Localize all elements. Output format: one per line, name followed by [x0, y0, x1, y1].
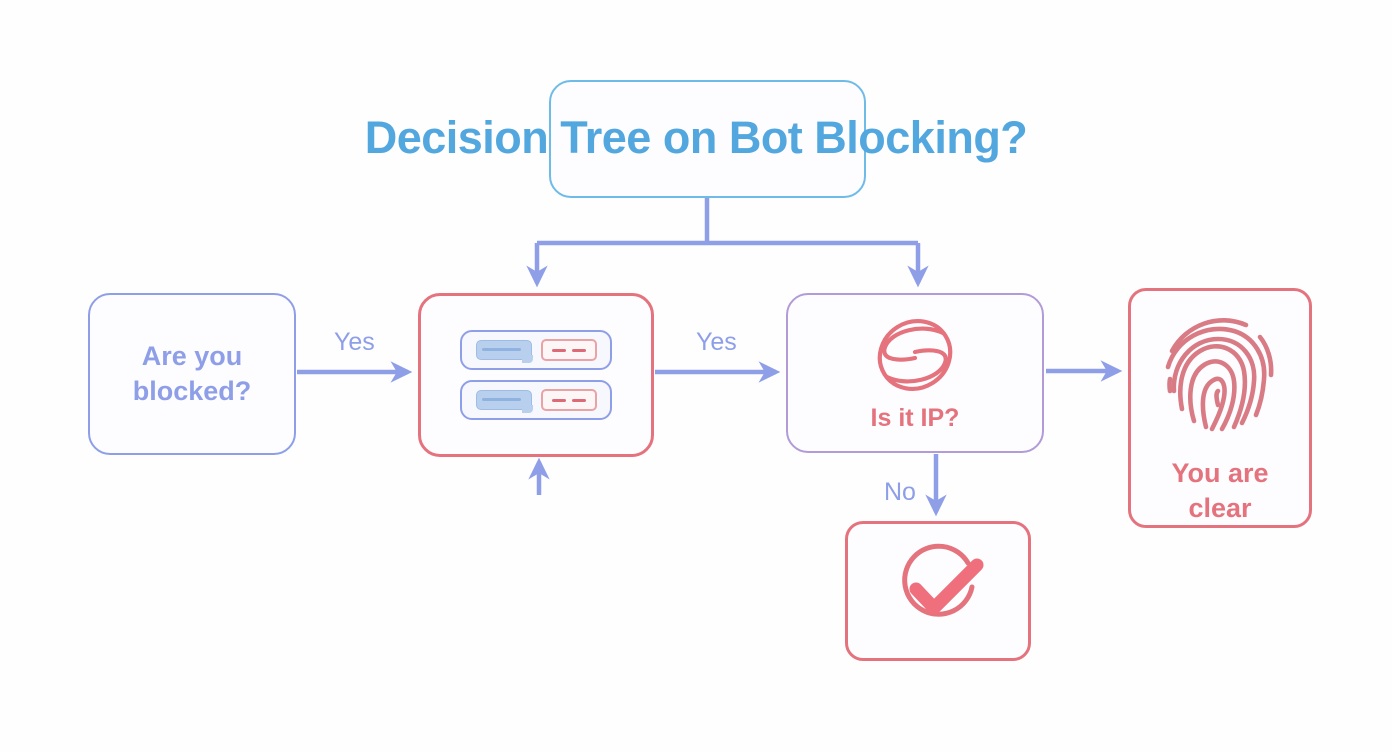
- edge-label-no-isip-to-check: No: [884, 478, 916, 506]
- server-list-icon-row-2: [460, 380, 612, 420]
- s-globe-logo-icon: [863, 313, 967, 402]
- server-list-icon-row-1: [460, 330, 612, 370]
- edge-label-yes-blocked-to-proxy: Yes: [334, 328, 375, 356]
- circle-check-icon: [884, 537, 992, 646]
- node-are-you-blocked[interactable]: Are you blocked?: [88, 293, 296, 455]
- node-label-is-it-ip: Is it IP?: [870, 404, 960, 432]
- fingerprint-icon: [1156, 305, 1284, 452]
- server-tag-icon: [540, 389, 597, 411]
- edge-label-yes-proxy-to-isip: Yes: [696, 328, 737, 356]
- node-proxy-servers[interactable]: [418, 293, 654, 457]
- node-label-you-are-clear: You are clear: [1171, 458, 1269, 524]
- node-label-are-you-blocked: Are you blocked?: [132, 340, 252, 406]
- node-is-it-ip[interactable]: Is it IP?: [786, 293, 1044, 453]
- server-tag-icon: [540, 339, 597, 361]
- server-bar-icon: [475, 390, 533, 413]
- server-bar-icon: [475, 340, 533, 363]
- node-success-check[interactable]: [845, 521, 1031, 661]
- node-you-are-clear[interactable]: You are clear: [1128, 288, 1312, 528]
- node-title-box[interactable]: [549, 80, 866, 198]
